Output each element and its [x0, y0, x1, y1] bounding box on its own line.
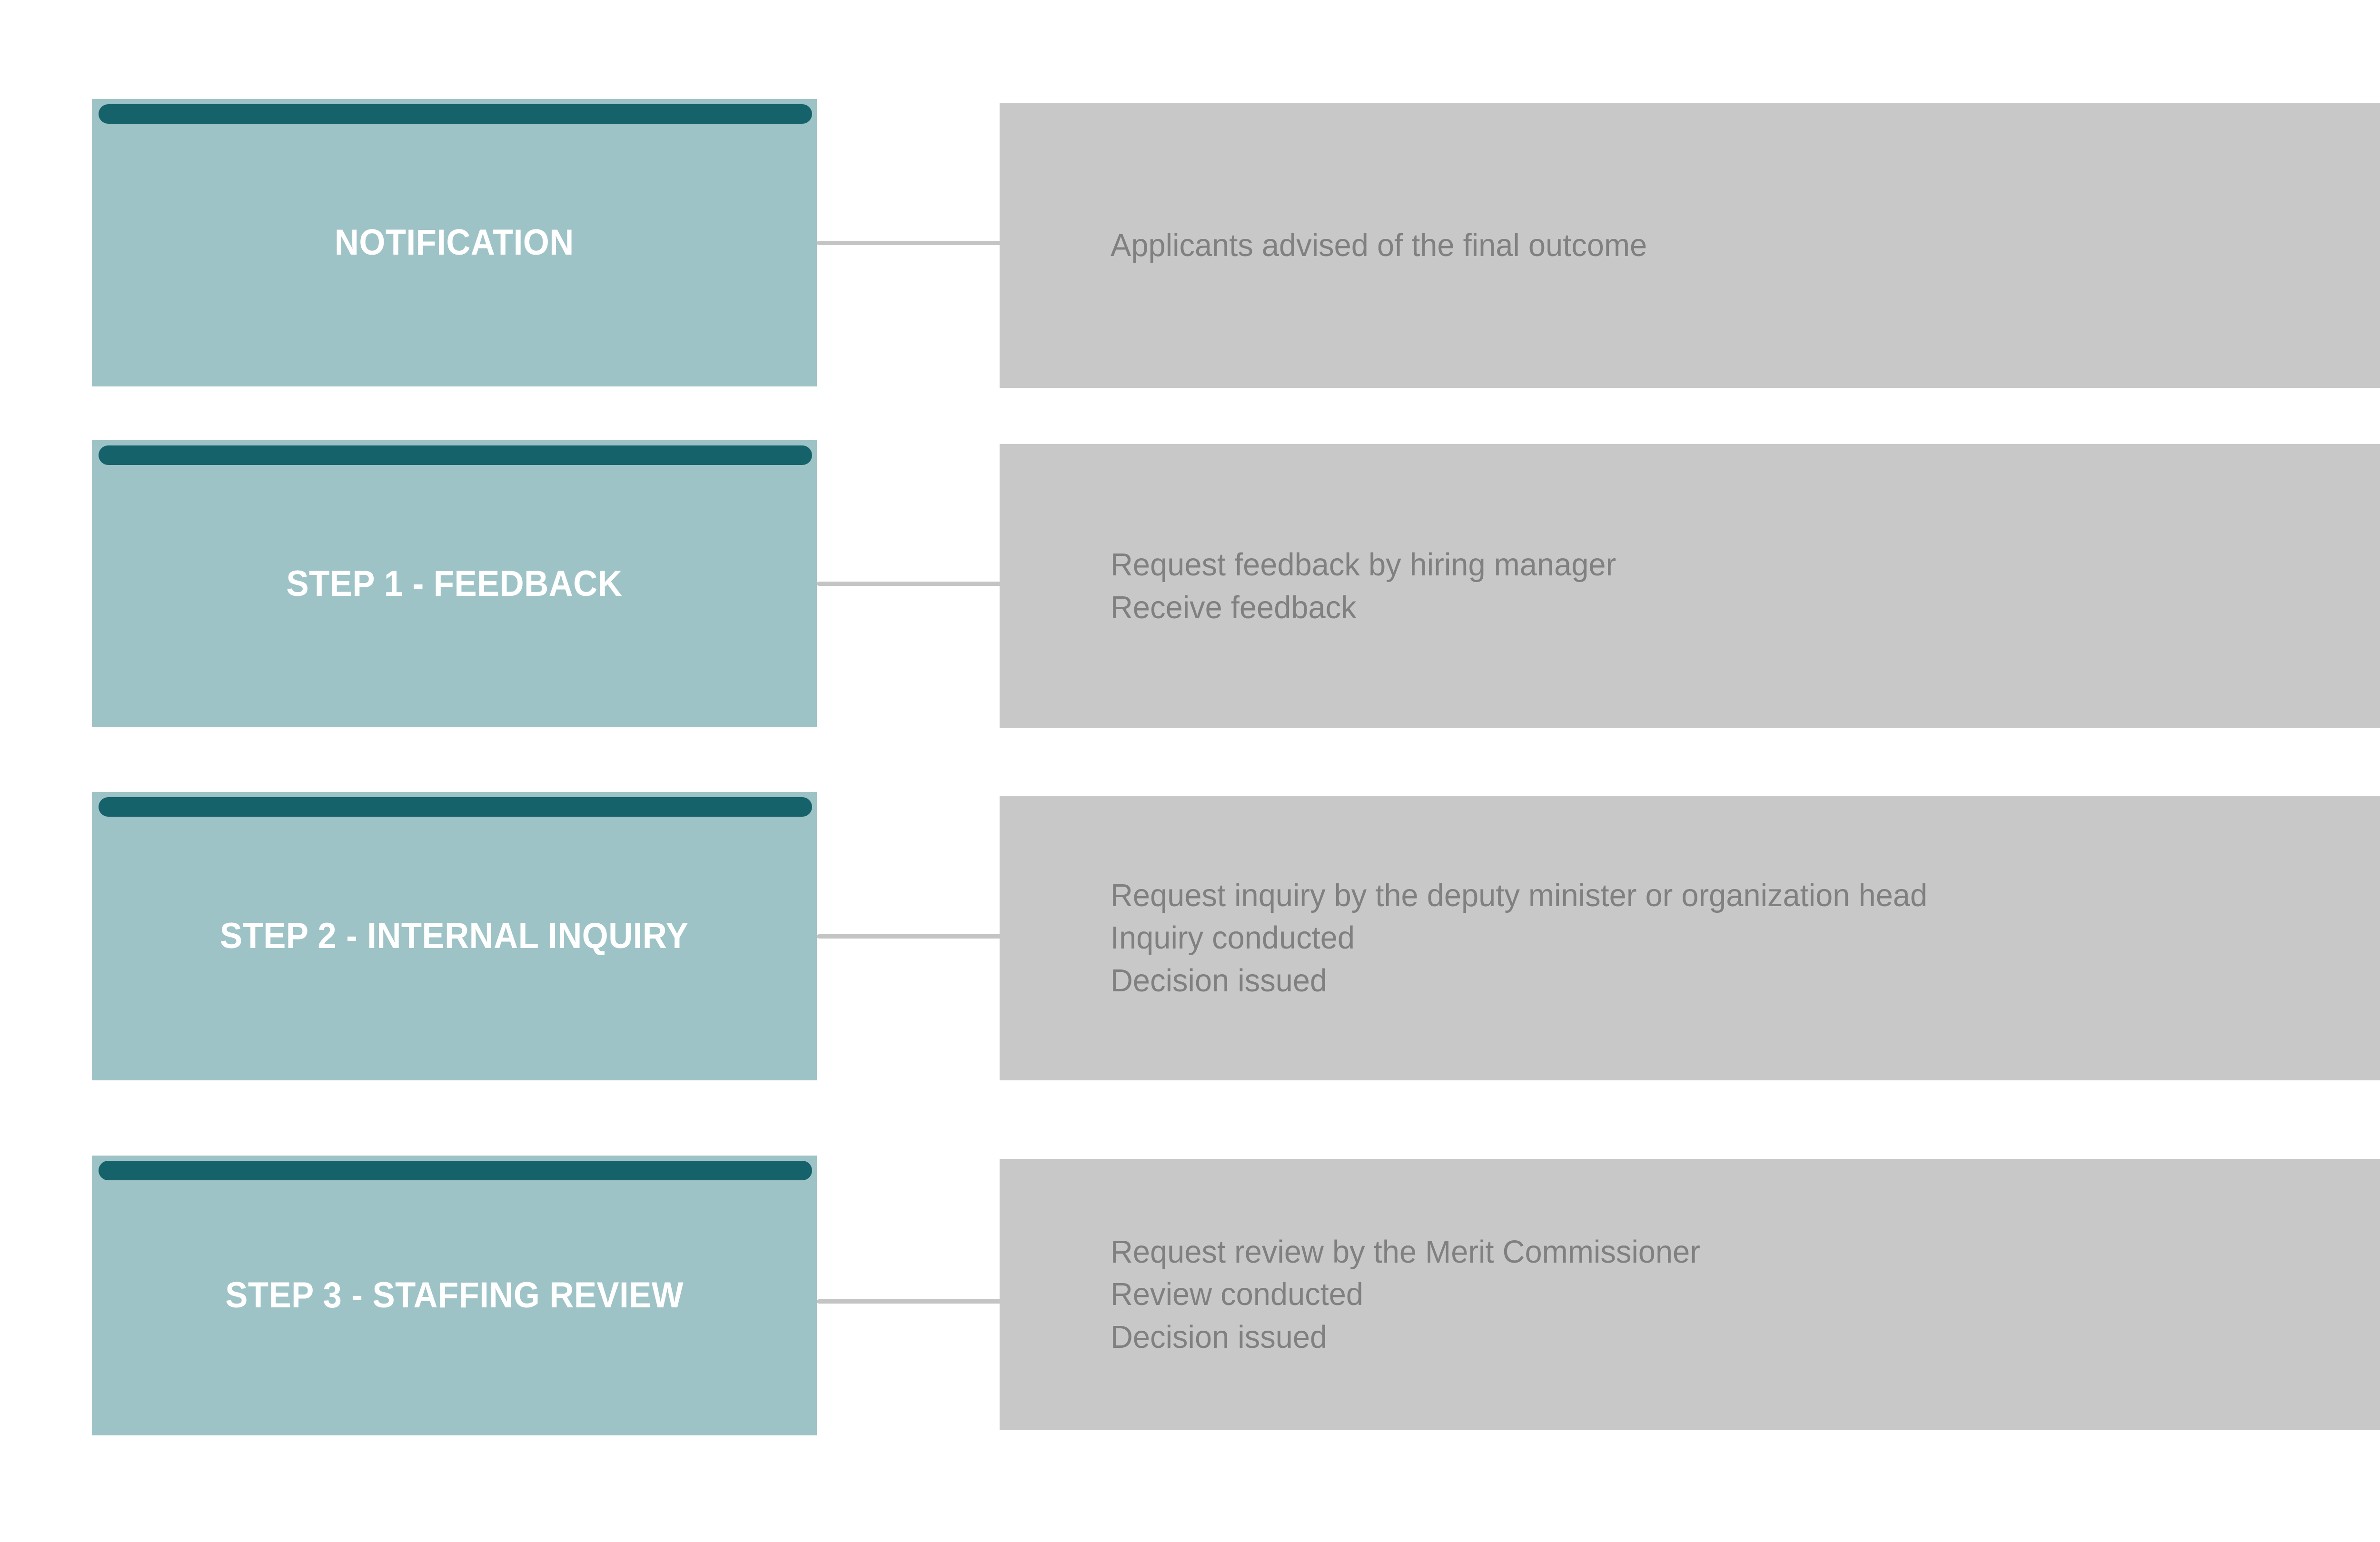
stage-accent-bar	[99, 1161, 812, 1180]
stage-card-notification[interactable]: NOTIFICATION	[92, 99, 817, 386]
detail-line: Receive feedback	[1111, 589, 1357, 625]
stage-label: STEP 3 - STAFFING REVIEW	[225, 1275, 684, 1316]
stage-label: STEP 2 - INTERNAL INQUIRY	[220, 916, 689, 957]
stage-label: NOTIFICATION	[335, 222, 574, 263]
stage-card-step-3-staffing-review[interactable]: STEP 3 - STAFFING REVIEW	[92, 1156, 817, 1435]
detail-card-step-1-feedback[interactable]: Request feedback by hiring manager Recei…	[1000, 444, 2380, 728]
connector-line	[817, 582, 1002, 586]
connector-line	[817, 934, 1002, 939]
stage-accent-bar	[99, 104, 812, 124]
detail-card-step-3-staffing-review[interactable]: Request review by the Merit Commissioner…	[1000, 1159, 2380, 1430]
connector-line	[817, 241, 1002, 245]
detail-line: Review conducted	[1111, 1276, 1364, 1313]
stage-card-step-1-feedback[interactable]: STEP 1 - FEEDBACK	[92, 440, 817, 727]
connector-line	[817, 1299, 1002, 1304]
detail-line: Decision issued	[1111, 962, 1328, 998]
stage-label: STEP 1 - FEEDBACK	[286, 563, 623, 604]
detail-line: Request inquiry by the deputy minister o…	[1111, 878, 1928, 914]
detail-line: Request review by the Merit Commissioner	[1111, 1234, 1700, 1270]
detail-card-step-2-internal-inquiry[interactable]: Request inquiry by the deputy minister o…	[1000, 796, 2380, 1080]
detail-line: Inquiry conducted	[1111, 920, 1355, 956]
stage-accent-bar	[99, 445, 812, 465]
stage-accent-bar	[99, 797, 812, 817]
detail-line: Applicants advised of the final outcome	[1111, 227, 1647, 264]
detail-line: Decision issued	[1111, 1319, 1328, 1355]
detail-line: Request feedback by hiring manager	[1111, 547, 1616, 583]
stage-card-step-2-internal-inquiry[interactable]: STEP 2 - INTERNAL INQUIRY	[92, 792, 817, 1080]
detail-card-notification[interactable]: Applicants advised of the final outcome	[1000, 103, 2380, 388]
